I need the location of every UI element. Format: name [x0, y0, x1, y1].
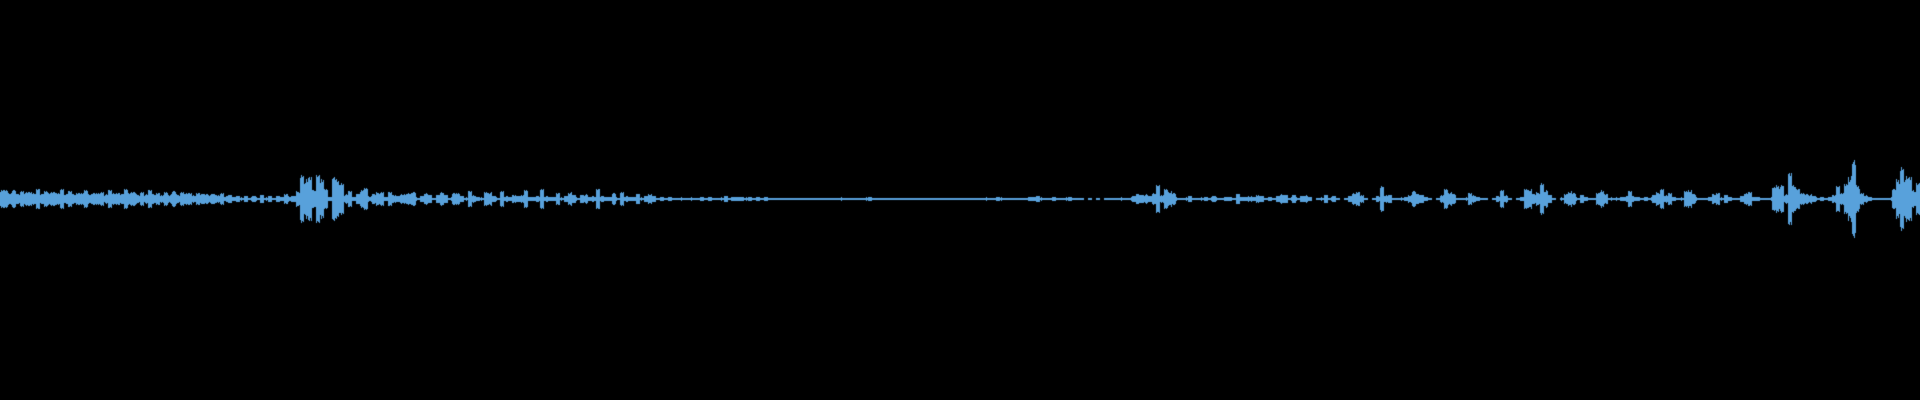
audio-waveform-canvas	[0, 0, 1920, 400]
waveform-panel	[0, 0, 1920, 400]
